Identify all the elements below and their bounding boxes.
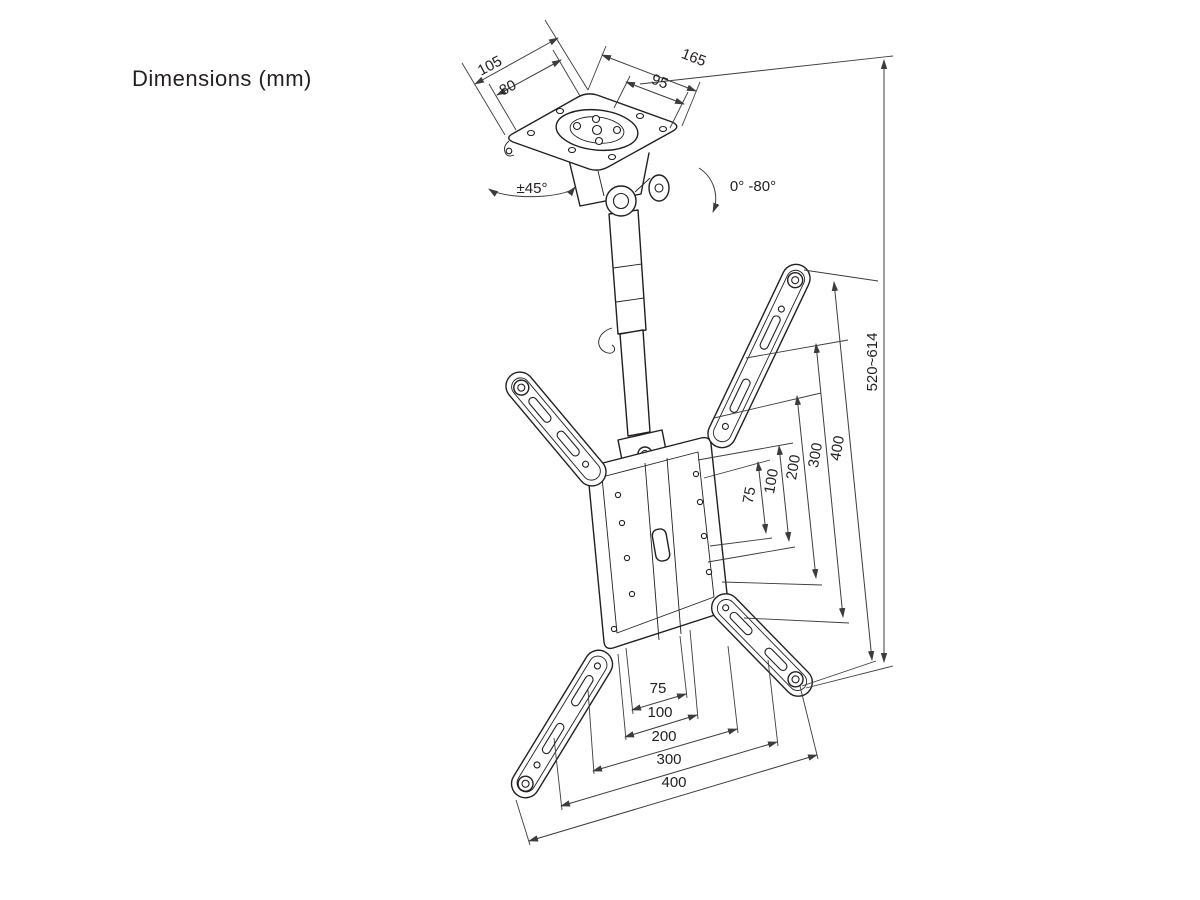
dim-label-165: 165	[679, 45, 708, 70]
safety-hook	[504, 140, 515, 157]
dim-vesa-horizontal: 75 100 200 300 400	[515, 629, 819, 846]
arm-lower-left	[510, 649, 614, 799]
dim-label-h200: 200	[651, 728, 676, 745]
mounting-hole	[555, 107, 565, 115]
arm-lower-right	[710, 593, 814, 697]
center-slot	[651, 528, 671, 562]
mounting-hole	[607, 153, 617, 161]
arm-slot	[541, 722, 565, 755]
dim-tilt-angle: 0° -80°	[698, 167, 776, 213]
dim-label-105: 105	[475, 53, 505, 80]
dim-vesa-vertical: 75 100 200 300 400	[697, 269, 879, 687]
tilt-angle-label: 0° -80°	[730, 178, 776, 195]
mounting-hole	[658, 125, 668, 133]
dim-plate-slot-width: 80	[488, 49, 581, 131]
arm-slot	[570, 675, 594, 707]
swivel-angle-label: ±45°	[517, 180, 548, 197]
cable-hook	[598, 327, 616, 354]
mounting-hole	[635, 112, 645, 120]
arm-slot	[528, 396, 552, 423]
mounting-hole	[526, 129, 536, 137]
page-title: Dimensions (mm)	[132, 66, 312, 91]
dim-label-80: 80	[497, 77, 520, 100]
dim-swivel-angle: ±45°	[488, 180, 576, 198]
telescopic-pole	[608, 209, 651, 437]
arm-slot	[759, 315, 781, 350]
arm-slot	[729, 611, 753, 636]
arm-slot	[556, 430, 580, 457]
dim-label-v400: 400	[827, 434, 848, 462]
dim-label-v300: 300	[805, 441, 826, 469]
dim-label-v100: 100	[761, 467, 782, 495]
arm-upper-left	[505, 371, 607, 487]
dim-label-h400: 400	[661, 774, 686, 791]
dim-label-v75: 75	[740, 486, 760, 505]
dim-label-h75: 75	[650, 680, 667, 697]
arm-slot	[764, 647, 788, 672]
arm-slot	[729, 378, 751, 413]
ceiling-plate	[504, 93, 678, 171]
dim-label-v200: 200	[783, 453, 804, 481]
dim-label-height: 520~614	[864, 333, 881, 392]
dim-label-h300: 300	[656, 751, 681, 768]
mounting-hole	[567, 146, 577, 154]
dim-label-h100: 100	[647, 704, 672, 721]
vesa-plate	[587, 436, 729, 650]
